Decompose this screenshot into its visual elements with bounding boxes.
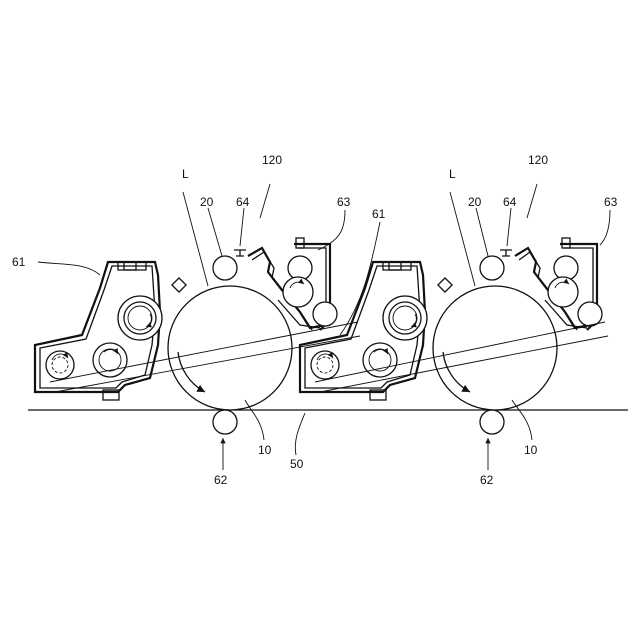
label-63-right: 63 <box>604 195 618 209</box>
image-forming-unit-left <box>35 192 360 434</box>
label-64-right: 64 <box>503 195 517 209</box>
label-61-left: 61 <box>12 255 26 269</box>
photoconductor-drum-left <box>168 286 292 410</box>
label-61-mid: 61 <box>372 207 386 221</box>
label-10-left: 10 <box>258 443 272 457</box>
label-50: 50 <box>290 457 304 471</box>
label-64-left: 64 <box>236 195 250 209</box>
label-62-left: 62 <box>214 473 228 487</box>
label-62-right: 62 <box>480 473 494 487</box>
label-120-left: 120 <box>262 153 282 167</box>
photoconductor-drum-right <box>433 286 557 410</box>
label-L-right: L <box>449 167 456 181</box>
label-63-left: 63 <box>337 195 351 209</box>
label-20-left: 20 <box>200 195 214 209</box>
label-10-right: 10 <box>524 443 538 457</box>
label-120-right: 120 <box>528 153 548 167</box>
label-20-right: 20 <box>468 195 482 209</box>
label-L-left: L <box>182 167 189 181</box>
image-forming-unit-right <box>300 192 608 434</box>
